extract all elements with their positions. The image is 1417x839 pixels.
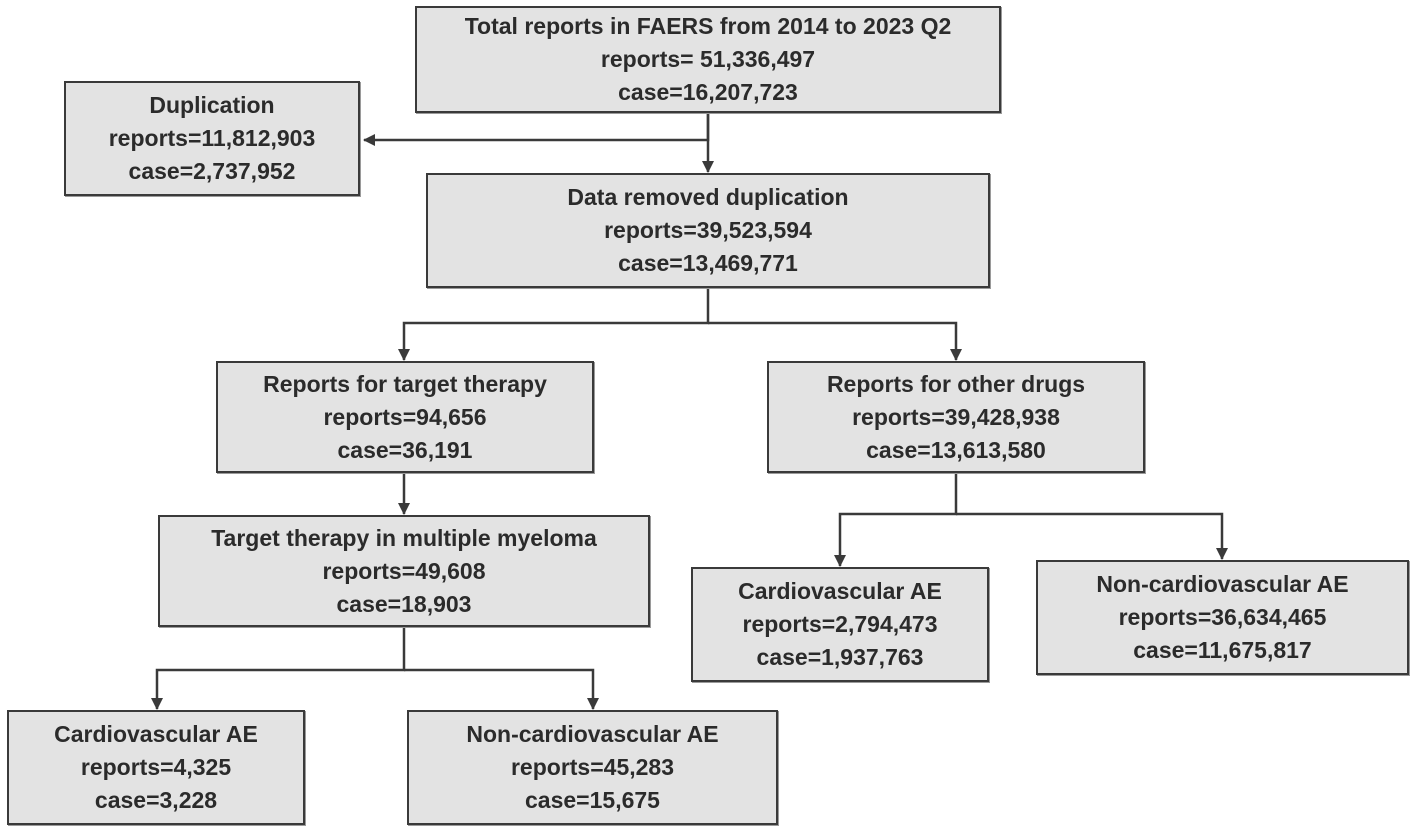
- node-cases: case=16,207,723: [618, 79, 798, 105]
- node-title: Data removed duplication: [567, 184, 849, 210]
- node-cases: case=13,613,580: [866, 436, 1046, 463]
- node-title: Non-cardiovascular AE: [466, 721, 719, 747]
- other-drugs-box: Reports for other drugs reports=39,428,9…: [767, 361, 1145, 473]
- edge-dedup-to-target: [398, 288, 710, 361]
- node-reports: reports=39,523,594: [604, 217, 812, 243]
- node-title: Target therapy in multiple myeloma: [211, 524, 597, 551]
- edge-myeloma-to-cardio: [151, 627, 406, 710]
- node-reports: reports= 51,336,497: [600, 46, 816, 72]
- node-title: Reports for other drugs: [826, 370, 1086, 397]
- other-drugs-cardiovascular-ae-box: Cardiovascular AE reports=2,794,473 case…: [691, 567, 989, 682]
- node-cases: case=36,191: [337, 436, 473, 463]
- edge-myeloma-to-noncardio: [404, 668, 599, 710]
- node-reports: reports=4,325: [80, 754, 232, 780]
- node-title: Non-cardiovascular AE: [1096, 571, 1349, 597]
- node-title: Cardiovascular AE: [54, 721, 258, 747]
- node-reports: reports=11,812,903: [108, 125, 316, 151]
- node-title: Duplication: [149, 92, 275, 118]
- node-title: Reports for target therapy: [263, 370, 547, 397]
- node-cases: case=3,228: [94, 787, 218, 813]
- node-cases: case=13,469,771: [618, 250, 798, 276]
- node-cases: case=18,903: [336, 590, 472, 617]
- myeloma-cardiovascular-ae-box: Cardiovascular AE reports=4,325 case=3,2…: [7, 710, 305, 825]
- target-therapy-box: Reports for target therapy reports=94,65…: [216, 361, 594, 473]
- multiple-myeloma-box: Target therapy in multiple myeloma repor…: [158, 515, 650, 627]
- node-cases: case=2,737,952: [128, 158, 296, 184]
- edge-other-to-noncardio: [956, 512, 1228, 560]
- node-reports: reports=2,794,473: [742, 611, 938, 637]
- node-title: Cardiovascular AE: [738, 578, 942, 604]
- node-reports: reports=49,608: [322, 557, 486, 584]
- edge-total-to-duplication: [363, 113, 710, 146]
- edge-other-to-cardio: [834, 473, 958, 567]
- myeloma-non-cardiovascular-ae-box: Non-cardiovascular AE reports=45,283 cas…: [407, 710, 778, 825]
- node-reports: reports=39,428,938: [852, 403, 1060, 430]
- duplication-box: Duplication reports=11,812,903 case=2,73…: [64, 81, 360, 196]
- node-reports: reports=94,656: [323, 403, 487, 430]
- deduplicated-data-box: Data removed duplication reports=39,523,…: [426, 173, 990, 288]
- node-cases: case=11,675,817: [1133, 637, 1312, 663]
- node-cases: case=1,937,763: [756, 644, 924, 670]
- node-title: Total reports in FAERS from 2014 to 2023…: [464, 13, 952, 39]
- node-reports: reports=45,283: [510, 754, 675, 780]
- edge-dedup-to-other: [708, 321, 962, 361]
- other-drugs-non-cardiovascular-ae-box: Non-cardiovascular AE reports=36,634,465…: [1036, 560, 1409, 675]
- node-reports: reports=36,634,465: [1118, 604, 1327, 630]
- total-reports-box: Total reports in FAERS from 2014 to 2023…: [415, 6, 1001, 113]
- node-cases: case=15,675: [525, 787, 660, 813]
